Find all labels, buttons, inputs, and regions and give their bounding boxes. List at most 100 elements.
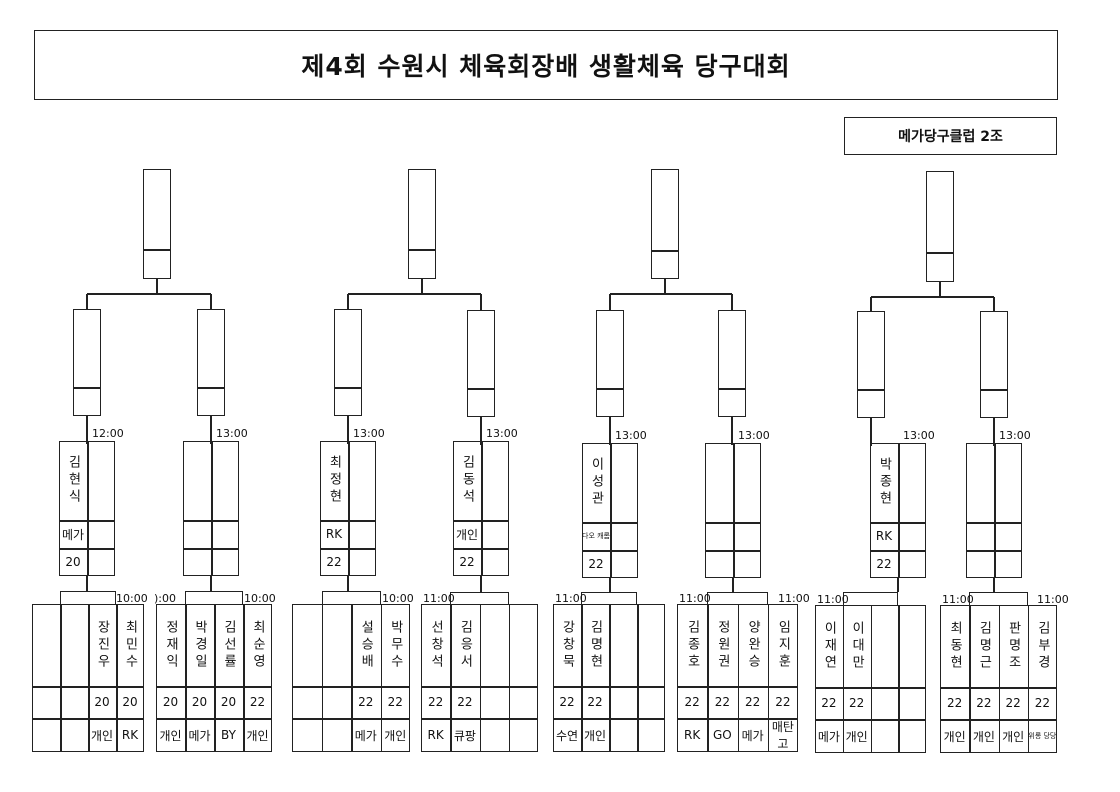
player-club: 수연 [553,718,581,752]
cell-text: 22 [946,696,963,710]
cell-text: 22 [775,695,791,709]
group-join [969,592,1028,606]
divider-line [197,387,225,389]
cell-text: 개인 [1002,729,1025,744]
player-score: 22 [581,686,609,718]
cell-text: 다오 캐롬 [582,532,610,540]
group-join [842,592,899,606]
cell-text: 김응서 [457,619,473,671]
cell-text: RK [325,527,343,541]
player-score [60,686,88,718]
cell-text: 11:00 [778,592,810,605]
player-score: 22 [969,687,998,719]
player-name [480,604,509,686]
group-join [60,591,116,605]
group-hline [553,718,665,720]
cell-text: 22 [1005,696,1021,710]
group-hline [677,718,798,720]
cell-text: 양완승 [745,619,761,671]
slot-hline [453,548,509,550]
group-vline [351,604,353,752]
cell-text: 22 [326,555,342,569]
player-score: 22 [553,686,581,718]
group-vline [508,604,511,752]
cell-text: 개인 [159,728,182,743]
player-name [871,605,899,687]
player-club [32,718,60,752]
cell-text: 위롱 당당 [1028,732,1057,740]
player-name [609,604,637,686]
player-score: 22 [999,687,1028,719]
cell-text: 10:00 [116,592,148,605]
player-club [509,718,538,752]
match-time: 10:00 [382,593,414,605]
cell-text: 22 [976,696,992,710]
player-score: 20 [116,686,144,718]
cell-text: 김명근 [976,620,992,672]
cell-text: 22 [587,695,603,709]
cell-text: 22 [684,695,700,709]
group-join [321,591,381,605]
player-name [898,605,926,687]
cell-text: BY [221,728,236,742]
slot-hline [183,520,239,522]
player-name: 김부경 [1028,605,1057,687]
player-score: 22 [940,687,969,719]
match-time: 13:00 [903,430,935,442]
cell-text: 판명조 [1005,620,1021,672]
connector-line [897,578,899,592]
semi-box [73,309,101,416]
slot-hline [705,550,761,552]
cell-text: 장진우 [94,619,110,671]
cell-text: 김종호 [684,619,700,671]
player-club: 개인 [843,719,871,753]
connector-line [210,416,212,444]
player-name [32,604,60,686]
cell-text: 11:00 [942,593,974,606]
player-club: 메가 [185,718,214,752]
match-time: ):00 [154,593,176,605]
match-time: 11:00 [679,593,711,605]
group-vline [581,604,583,752]
cell-text: 수연 [555,728,579,743]
player-score: 22 [707,686,737,718]
player-name: 장진우 [88,604,116,686]
group-vline [998,605,1000,753]
cell-text: ):00 [154,592,176,605]
group-vline [243,604,245,752]
cell-text: 22 [457,695,473,709]
slot-hline [870,550,926,552]
connector-line [347,576,349,591]
connector-line [87,293,211,295]
group-hline [292,686,410,688]
match-time: 11:00 [555,593,587,605]
slot-hline [59,548,115,550]
player-score [480,686,509,718]
player-score: 22 [815,687,843,719]
player-name: 최정현 [320,441,348,520]
connector-line [86,576,88,591]
player-score [509,686,538,718]
player-name [292,604,322,686]
slot-hline [320,548,376,550]
slot-hline [183,548,239,550]
divider-line [408,249,436,251]
divider-line [980,389,1008,391]
cell-text: RK [427,728,444,742]
cell-text: 20 [122,695,138,709]
page-title: 제4회 수원시 체육회장배 생활체육 당구대회 [34,30,1058,100]
player-score: 22 [738,686,768,718]
player-name: 최동현 [940,605,969,687]
group-vline [479,604,481,752]
group-vline [321,604,323,752]
player-club: 개인 [940,719,969,753]
player-score [292,686,322,718]
semi-box [197,309,225,416]
player-score [183,548,211,576]
group-hline [940,719,1057,721]
player-club [292,718,322,752]
group-vline [116,604,118,752]
cell-text: 개인 [90,728,114,743]
cell-text: 이성관 [588,457,604,508]
player-name: 김현식 [59,441,87,520]
